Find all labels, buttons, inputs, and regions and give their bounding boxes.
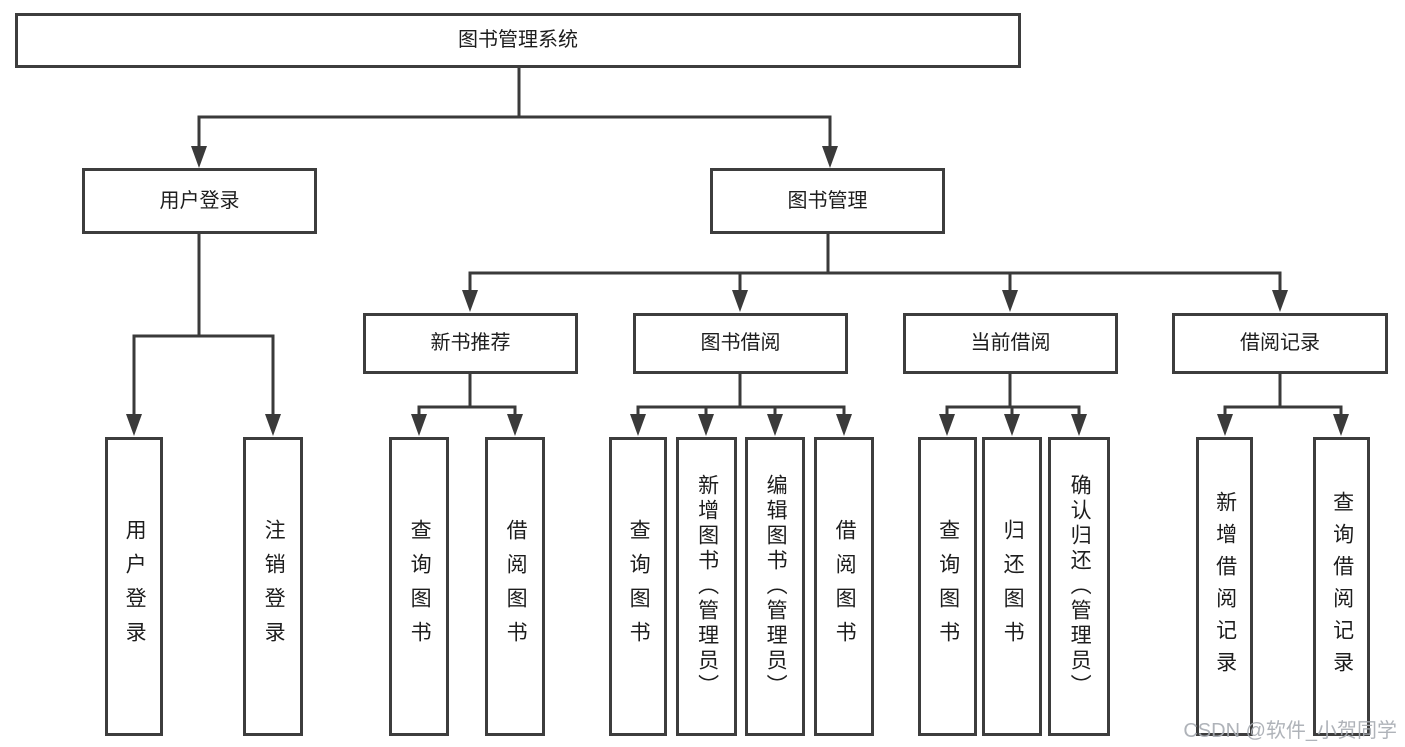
leaf-add-books-admin: 新增图书（管理员） bbox=[676, 437, 737, 736]
leaf-borrow-books-borrowing: 借阅图书 bbox=[814, 437, 874, 736]
leaf-add-borrow-record: 新增借阅记录 bbox=[1196, 437, 1253, 736]
leaf-query-books-recommend: 查询图书 bbox=[389, 437, 449, 736]
watermark: CSDN @软件_小贺同学 bbox=[1183, 720, 1397, 742]
leaf-edit-books-admin: 编辑图书（管理员） bbox=[745, 437, 805, 736]
leaf-query-borrow-record: 查询借阅记录 bbox=[1313, 437, 1370, 736]
leaf-confirm-return-admin: 确认归还（管理员） bbox=[1048, 437, 1110, 736]
node-current-borrowing: 当前借阅 bbox=[903, 313, 1118, 374]
arrowhead-icons bbox=[126, 146, 1349, 436]
node-borrowing-records: 借阅记录 bbox=[1172, 313, 1388, 374]
leaf-user-login: 用户登录 bbox=[105, 437, 163, 736]
node-book-borrowing: 图书借阅 bbox=[633, 313, 848, 374]
leaf-return-books: 归还图书 bbox=[982, 437, 1042, 736]
leaf-query-books-borrowing: 查询图书 bbox=[609, 437, 667, 736]
node-system-root: 图书管理系统 bbox=[15, 13, 1021, 68]
connector-lines bbox=[132, 66, 1343, 422]
node-new-book-recommend: 新书推荐 bbox=[363, 313, 578, 374]
leaf-borrow-books-recommend: 借阅图书 bbox=[485, 437, 545, 736]
leaf-logout-login: 注销登录 bbox=[243, 437, 303, 736]
node-book-management: 图书管理 bbox=[710, 168, 945, 234]
node-user-login: 用户登录 bbox=[82, 168, 317, 234]
leaf-query-books-current: 查询图书 bbox=[918, 437, 977, 736]
